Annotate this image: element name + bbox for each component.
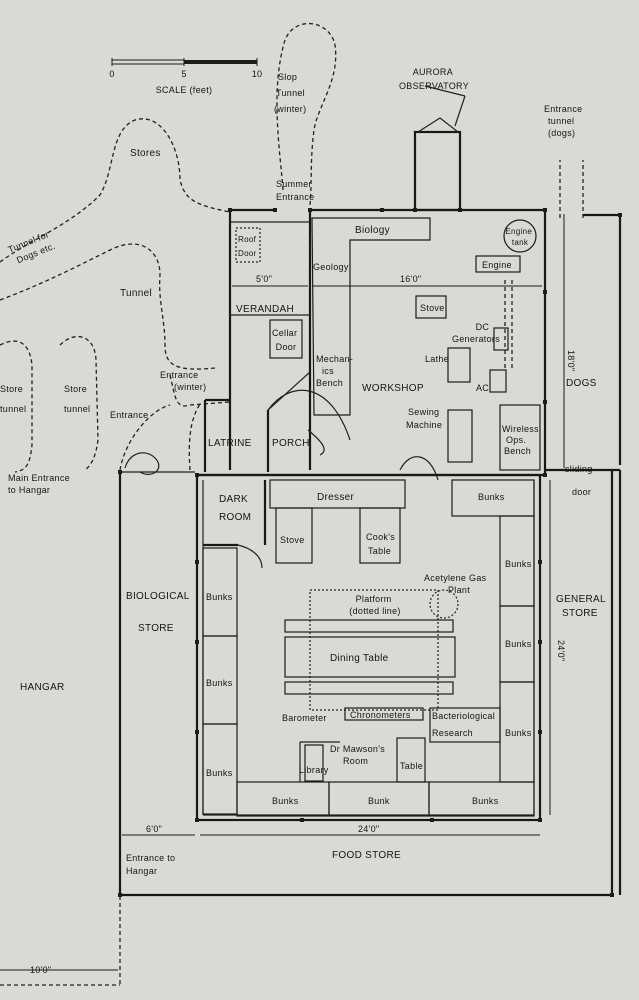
- label-platform: Platform (dotted line): [349, 594, 400, 616]
- label-engine-tank: Engine tank: [505, 227, 534, 247]
- label-biology: Biology: [355, 225, 390, 236]
- label-stores: Stores: [130, 148, 161, 159]
- label-bunks-left-3: Bunks: [206, 768, 233, 778]
- label-summer-entrance: Summer Entrance: [276, 179, 315, 202]
- label-stove-workshop: Stove: [420, 303, 445, 313]
- label-barometer: Barometer: [282, 713, 327, 723]
- label-bunks-bottom-2: Bunks: [472, 796, 499, 806]
- label-roof-door: Roof Door: [238, 235, 259, 258]
- label-store-tunnel-1: Store tunnel: [0, 384, 26, 414]
- label-table: Table: [400, 761, 423, 771]
- scale-tick-0: 0: [109, 69, 114, 79]
- label-dogs: DOGS: [566, 378, 597, 389]
- label-bunks-left-2: Bunks: [206, 678, 233, 688]
- label-general-store: GENERAL STORE: [556, 594, 609, 619]
- label-bunks-bottom-1: Bunks: [272, 796, 299, 806]
- label-food-store: FOOD STORE: [332, 850, 401, 861]
- label-dr-mawsons-room: Dr Mawson's Room: [330, 744, 388, 766]
- label-entrance-winter: Entrance (winter): [160, 370, 206, 392]
- label-dim-24ft-h: 24'0": [358, 824, 379, 834]
- label-geology: Geology: [313, 262, 349, 272]
- label-bunks-left-1: Bunks: [206, 592, 233, 602]
- label-engine: Engine: [482, 260, 512, 270]
- label-acetylene: Acetylene Gas Plant: [424, 573, 489, 595]
- label-lathe: Lathe: [425, 354, 449, 364]
- label-verandah: VERANDAH: [236, 304, 294, 315]
- tunnels-outline: [0, 23, 584, 986]
- label-porch: PORCH: [272, 438, 310, 449]
- label-dining-table: Dining Table: [330, 653, 389, 664]
- label-entrance-to-hangar: Entrance to Hangar: [126, 853, 178, 876]
- label-dark-room: DARK ROOM: [219, 494, 251, 523]
- label-store-tunnel-2: Store tunnel: [64, 384, 90, 414]
- label-library: Library: [299, 765, 329, 775]
- label-cooks-table: Cook's Table: [366, 532, 398, 556]
- label-main-entrance: Main Entrance to Hangar: [8, 473, 73, 495]
- label-stove-kitchen: Stove: [280, 535, 305, 545]
- label-dim-5ft: 5'0": [256, 274, 272, 284]
- label-slop-tunnel: Slop Tunnel (winter): [274, 72, 308, 114]
- scale-bar: 0 5 10 SCALE (feet): [109, 58, 262, 95]
- label-bunk-bottom: Bunk: [368, 796, 390, 806]
- label-latrine: LATRINE: [208, 438, 252, 449]
- label-sewing-machine: Sewing Machine: [406, 407, 442, 430]
- label-dc-generators: DC Generators: [452, 322, 500, 344]
- label-bunks-right-1: Bunks: [505, 559, 532, 569]
- label-bunks-top-right: Bunks: [478, 492, 505, 502]
- label-tunnel: Tunnel: [120, 288, 152, 299]
- label-workshop: WORKSHOP: [362, 383, 424, 394]
- label-bacteriological: Bacteriological Research: [432, 711, 498, 738]
- label-dresser: Dresser: [317, 492, 354, 503]
- label-entrance: Entrance: [110, 410, 148, 420]
- label-hangar: HANGAR: [20, 682, 65, 693]
- scale-tick-5: 5: [181, 69, 186, 79]
- scale-title: SCALE (feet): [156, 85, 213, 95]
- label-dim-6ft: 6'0": [146, 824, 162, 834]
- label-sliding-door: sliding door: [565, 464, 595, 497]
- label-entrance-tunnel-dogs: Entrance tunnel (dogs): [544, 104, 585, 138]
- label-mechanics-bench: Mechan- ics Bench: [316, 354, 356, 388]
- label-dim-10ft: 10'0": [30, 965, 51, 975]
- dimension-lines: [0, 214, 565, 971]
- label-bunks-right-3: Bunks: [505, 728, 532, 738]
- label-ac: AC: [476, 383, 489, 393]
- scale-tick-10: 10: [252, 69, 263, 79]
- label-aurora-observatory: AURORA OBSERVATORY: [399, 67, 469, 91]
- label-chronometers: Chronometers: [350, 710, 411, 720]
- label-cellar-door: Cellar Door: [272, 328, 300, 352]
- label-dim-24ft-v: 24'0": [556, 640, 566, 661]
- label-dim-18ft: 18'0": [566, 350, 576, 371]
- label-wireless-bench: Wireless Ops. Bench: [502, 424, 542, 456]
- furniture: [202, 217, 541, 817]
- label-bunks-right-2: Bunks: [505, 639, 532, 649]
- label-biological-store: BIOLOGICAL STORE: [126, 591, 192, 634]
- label-dim-16ft: 16'0": [400, 274, 421, 284]
